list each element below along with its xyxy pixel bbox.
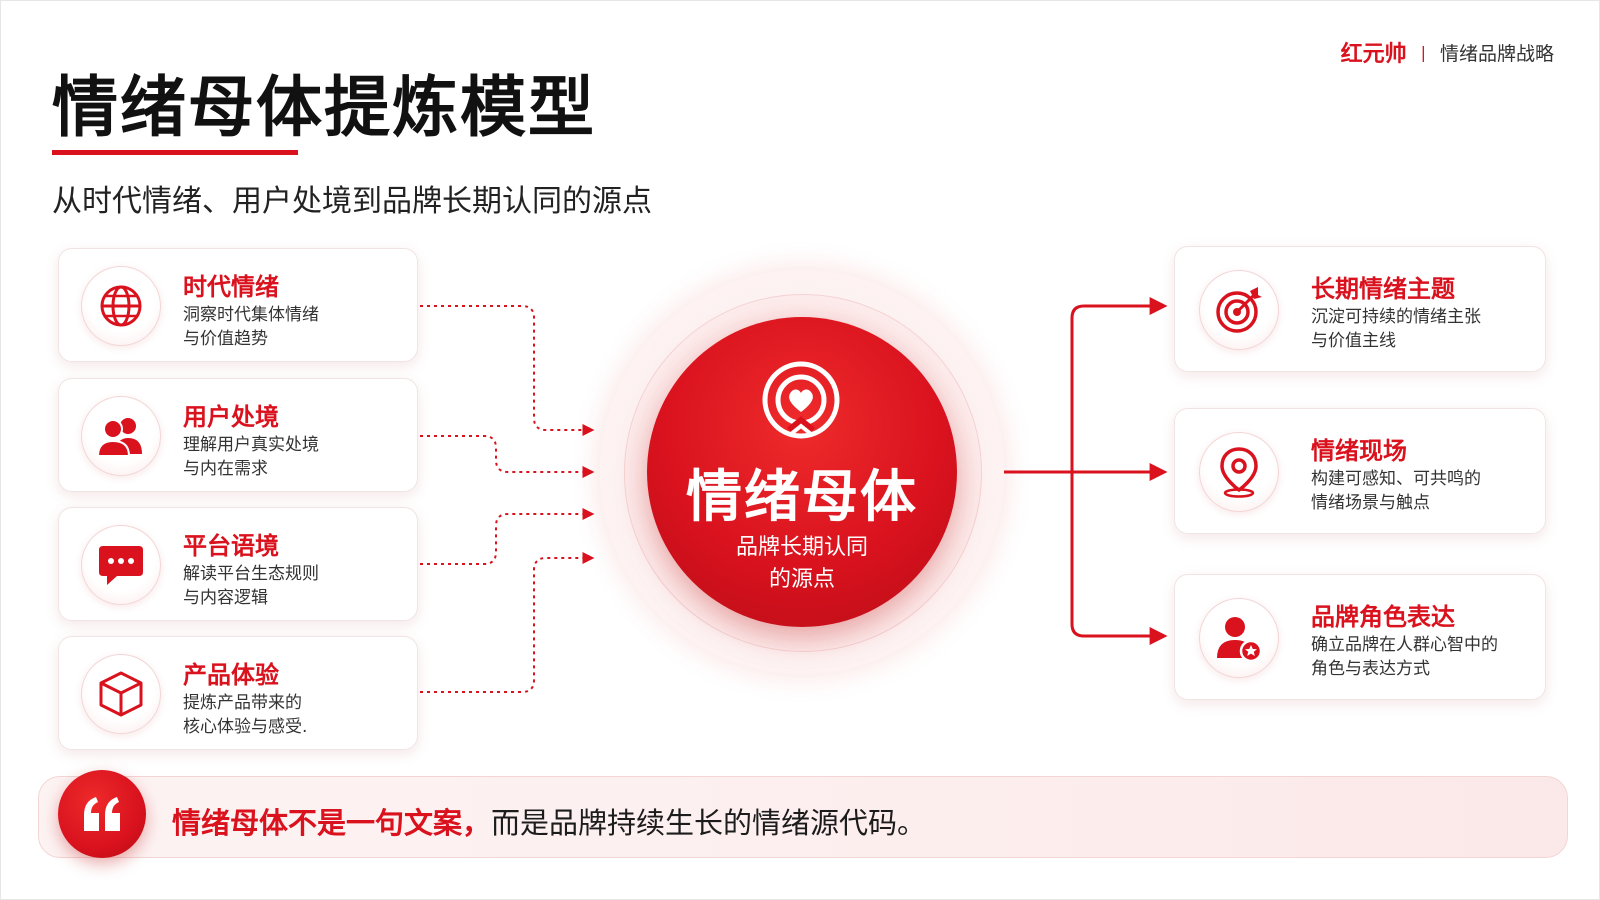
input-desc-line: 与内容逻辑 xyxy=(183,588,268,608)
brand-header: 红元帅 | 情绪品牌战略 xyxy=(1341,36,1554,68)
output-title: 长期情绪主题 xyxy=(1311,275,1455,303)
hub-subtitle-line: 的源点 xyxy=(768,567,835,592)
output-desc-line: 情绪场景与触点 xyxy=(1311,493,1430,513)
connector-output-1 xyxy=(1070,297,1168,472)
brand-name: 红元帅 xyxy=(1340,42,1407,67)
output-title: 品牌角色表达 xyxy=(1311,603,1455,631)
connector-input-1 xyxy=(420,305,595,436)
quote-icon xyxy=(58,770,146,858)
location-pin-icon xyxy=(1199,432,1279,512)
page-subtitle: 从时代情绪、用户处境到品牌长期认同的源点 xyxy=(52,184,652,219)
title-underline xyxy=(52,150,298,155)
hub-subtitle: 品牌长期认同 的源点 xyxy=(647,532,957,596)
person-star-icon xyxy=(1199,598,1279,678)
input-title: 产品体验 xyxy=(183,661,279,689)
input-title: 平台语境 xyxy=(183,532,279,560)
input-desc-line: 提炼产品带来的 xyxy=(183,693,302,713)
heart-badge-icon xyxy=(762,361,840,439)
output-desc-line: 确立品牌在人群心智中的 xyxy=(1311,635,1498,655)
input-desc-line: 与价值趋势 xyxy=(183,329,268,349)
input-desc-line: 洞察时代集体情绪 xyxy=(183,305,319,325)
input-card-user-situation: 用户处境 理解用户真实处境 与内在需求 xyxy=(58,378,418,492)
target-icon xyxy=(1199,270,1279,350)
input-desc-line: 与内在需求 xyxy=(183,459,268,479)
output-desc-line: 与价值主线 xyxy=(1311,331,1396,351)
output-card-emotion-scene: 情绪现场 构建可感知、可共鸣的 情绪场景与触点 xyxy=(1174,408,1546,534)
input-card-product-experience: 产品体验 提炼产品带来的 核心体验与感受. xyxy=(58,636,418,750)
input-desc-line: 解读平台生态规则 xyxy=(183,564,319,584)
input-desc: 解读平台生态规则 与内容逻辑 xyxy=(183,562,319,610)
quote-highlight: 情绪母体不是一句文案， xyxy=(172,806,492,840)
chat-bubble-icon xyxy=(81,525,161,605)
cube-icon xyxy=(81,654,161,734)
hub-circle xyxy=(647,317,957,627)
input-desc-line: 理解用户真实处境 xyxy=(183,435,319,455)
input-title: 时代情绪 xyxy=(183,273,279,301)
hub-title: 情绪母体 xyxy=(686,465,918,530)
connector-output-3 xyxy=(1070,472,1168,645)
output-desc: 构建可感知、可共鸣的 情绪场景与触点 xyxy=(1311,467,1481,515)
output-title: 情绪现场 xyxy=(1311,437,1407,465)
connector-input-3 xyxy=(420,508,595,565)
output-desc-line: 角色与表达方式 xyxy=(1311,659,1430,679)
quote-banner xyxy=(38,776,1568,858)
input-desc: 理解用户真实处境 与内在需求 xyxy=(183,433,319,481)
output-desc: 沉淀可持续的情绪主张 与价值主线 xyxy=(1311,305,1481,353)
output-card-long-term-theme: 长期情绪主题 沉淀可持续的情绪主张 与价值主线 xyxy=(1174,246,1546,372)
hub-subtitle-line: 品牌长期认同 xyxy=(735,535,868,560)
globe-icon xyxy=(81,266,161,346)
output-desc: 确立品牌在人群心智中的 角色与表达方式 xyxy=(1311,633,1498,681)
input-desc: 提炼产品带来的 核心体验与感受. xyxy=(183,691,307,739)
brand-subtitle: 情绪品牌战略 xyxy=(1439,42,1554,65)
quote-rest: 而是品牌持续生长的情绪源代码。 xyxy=(491,806,927,840)
input-card-era-emotion: 时代情绪 洞察时代集体情绪 与价值趋势 xyxy=(58,248,418,362)
input-desc: 洞察时代集体情绪 与价值趋势 xyxy=(183,303,319,351)
input-title: 用户处境 xyxy=(183,403,279,431)
output-desc-line: 沉淀可持续的情绪主张 xyxy=(1311,307,1481,327)
input-card-platform-context: 平台语境 解读平台生态规则 与内容逻辑 xyxy=(58,507,418,621)
quote-text: 情绪母体不是一句文案，而是品牌持续生长的情绪源代码。 xyxy=(172,800,926,842)
output-card-brand-role: 品牌角色表达 确立品牌在人群心智中的 角色与表达方式 xyxy=(1174,574,1546,700)
users-icon xyxy=(81,396,161,476)
input-desc-line: 核心体验与感受. xyxy=(183,717,308,737)
connector-input-4 xyxy=(420,552,595,693)
output-desc-line: 构建可感知、可共鸣的 xyxy=(1311,469,1481,489)
brand-separator: | xyxy=(1420,42,1426,62)
connector-input-2 xyxy=(420,435,595,478)
page-title: 情绪母体提炼模型 xyxy=(52,69,596,146)
